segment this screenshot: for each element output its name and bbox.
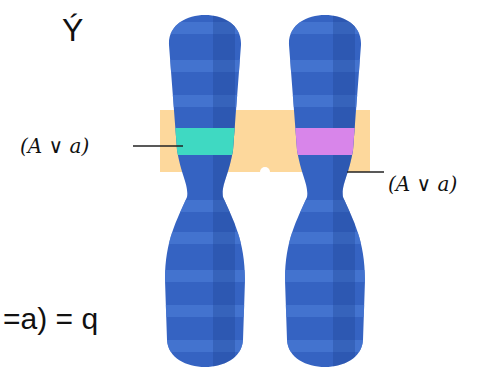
chromosome-stripe bbox=[280, 305, 370, 317]
chromosome-stripe bbox=[160, 95, 250, 107]
chromosome-shade bbox=[333, 10, 355, 370]
chromosome-stripe bbox=[280, 200, 370, 212]
highlight-notch bbox=[260, 167, 270, 177]
allele-band bbox=[160, 128, 250, 155]
chromosome-stripe bbox=[160, 305, 250, 317]
chromosome-stripe bbox=[280, 22, 370, 34]
chromosome bbox=[160, 10, 250, 370]
chromosome-stripe bbox=[160, 232, 250, 244]
chromosome-stripe bbox=[160, 200, 250, 212]
allele-label: (A ∨ a) bbox=[20, 134, 89, 158]
chromosome-stripe bbox=[280, 270, 370, 282]
chromosome-stripe bbox=[160, 60, 250, 72]
chromosome-stripe bbox=[280, 232, 370, 244]
chromosome-stripe bbox=[160, 22, 250, 34]
chromosome-shade bbox=[213, 10, 235, 370]
heading-fragment: Ý bbox=[62, 12, 83, 49]
chromosome-stripe bbox=[280, 60, 370, 72]
leader-line bbox=[347, 171, 384, 173]
chromosome-stripe bbox=[280, 95, 370, 107]
chromosome-stripe bbox=[280, 340, 370, 352]
formula-fragment: =a) = q bbox=[3, 302, 98, 336]
chromosome-stripe bbox=[160, 270, 250, 282]
allele-label: (A ∨ a) bbox=[388, 172, 457, 196]
leader-line bbox=[133, 145, 183, 147]
chromosome-stripe bbox=[160, 340, 250, 352]
chromosome bbox=[280, 10, 370, 370]
allele-band bbox=[280, 128, 370, 155]
